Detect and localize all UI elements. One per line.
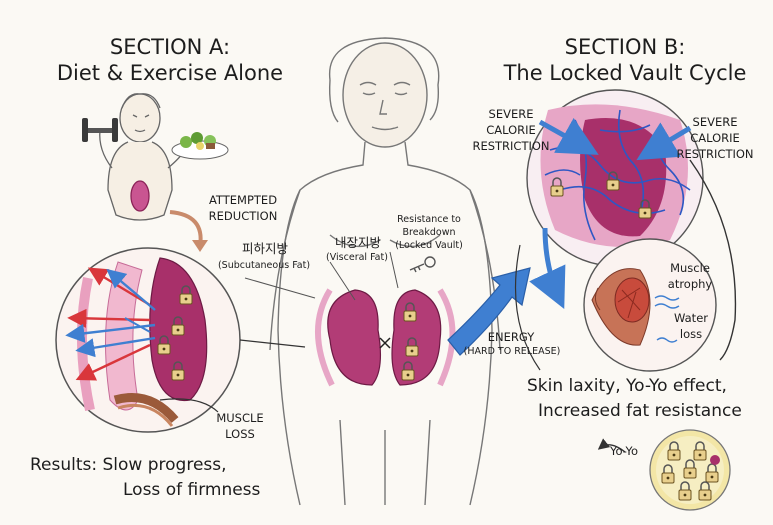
muscle-loss-label-2: LOSS: [225, 427, 255, 441]
water-loss-label-1: Water: [674, 311, 708, 325]
results-line2: Loss of firmness: [123, 480, 261, 500]
effects-line1: Skin laxity, Yo-Yo effect,: [527, 376, 727, 396]
key-icon: [424, 256, 436, 268]
exercising-person: [99, 93, 186, 221]
attempted-reduction-label-2: REDUCTION: [208, 209, 278, 223]
energy-arrow: [447, 267, 531, 356]
subcutaneous-ko-label: 피하지방: [241, 241, 288, 256]
central-fat-organs: [315, 251, 456, 387]
salad-plate-icon: [171, 132, 229, 160]
fat-escape-arrows: [65, 267, 156, 381]
yoyo-arrow: [597, 438, 626, 453]
restriction-right-1: SEVERE: [692, 115, 738, 129]
muscle-atrophy-label-1: Muscle: [670, 261, 710, 275]
yoyo-circle: [649, 429, 731, 511]
energy-sub-label: (HARD TO RELEASE): [463, 346, 561, 357]
muscle-loss-label-1: MUSCLE: [216, 411, 264, 425]
visceral-fat-left: [327, 289, 382, 386]
yoyo-label: Yo-Yo: [609, 444, 639, 458]
restriction-left-1: SEVERE: [488, 107, 534, 121]
body-figure: [269, 37, 501, 506]
resistance-label-1: Resistance to: [397, 214, 461, 225]
effects-line2: Increased fat resistance: [538, 401, 742, 421]
restriction-right-3: RESTRICTION: [676, 147, 754, 161]
section-b-title-line2: The Locked Vault Cycle: [503, 61, 747, 85]
visceral-en-label: (Visceral Fat): [326, 252, 388, 263]
resistance-label-3: (Locked Vault): [395, 240, 463, 251]
visceral-fat-right: [391, 289, 442, 386]
restriction-right-2: CALORIE: [690, 131, 740, 145]
visceral-ko-label: 내장지방: [334, 235, 381, 250]
resistance-label-2: Breakdown: [402, 227, 456, 238]
restriction-left-2: CALORIE: [486, 123, 536, 137]
muscle-zoom-circle-b: [583, 238, 717, 372]
section-b-title-line1: SECTION B:: [564, 35, 686, 59]
water-loss-label-2: loss: [679, 327, 703, 341]
results-line1: Results: Slow progress,: [30, 455, 227, 475]
energy-label: ENERGY: [487, 330, 535, 344]
subcutaneous-en-label: (Subcutaneous Fat): [217, 260, 311, 271]
section-a-title-line2: Diet & Exercise Alone: [56, 61, 284, 85]
attempted-reduction-label-1: ATTEMPTED: [208, 193, 278, 207]
restriction-left-3: RESTRICTION: [472, 139, 550, 153]
dumbbell-icon: [82, 118, 118, 142]
section-a-title-line1: SECTION A:: [109, 35, 231, 59]
muscle-atrophy-label-2: atrophy: [667, 277, 713, 291]
